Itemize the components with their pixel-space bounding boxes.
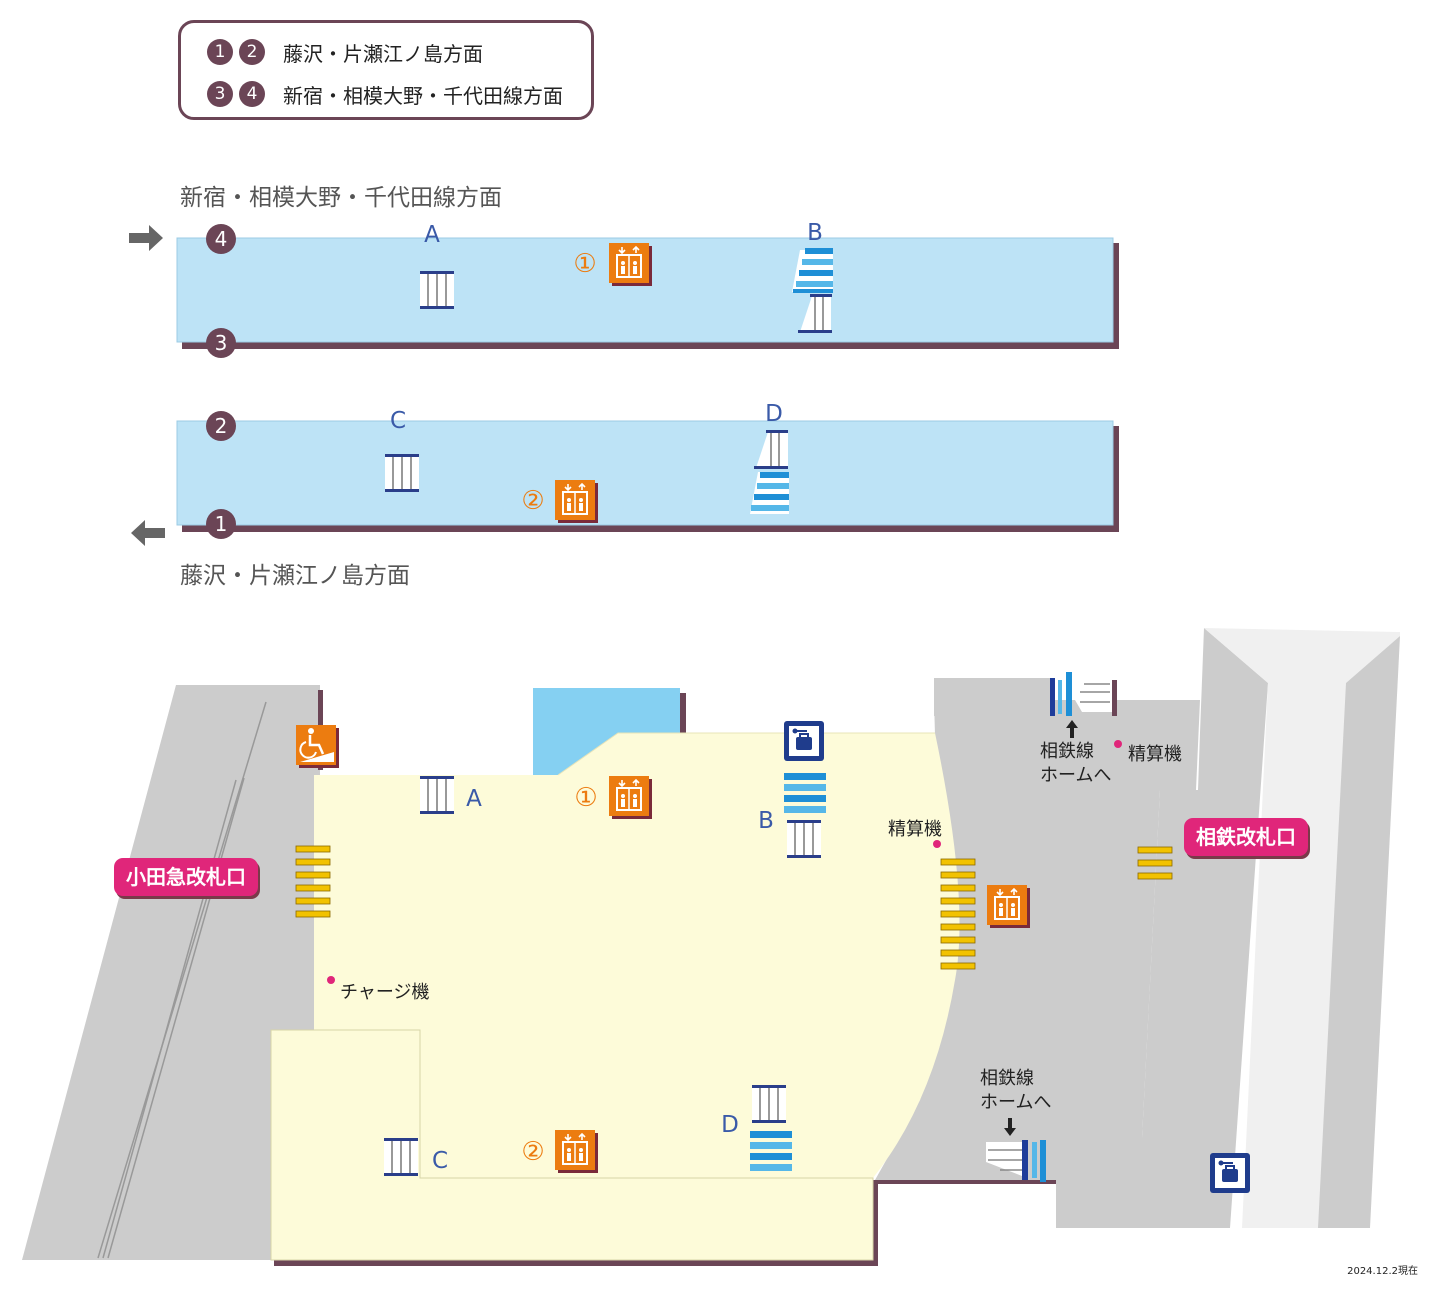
concourse-label-b: B <box>758 808 774 834</box>
arrow-right-icon <box>129 225 163 251</box>
sotetsu-platform-label-upper: 相鉄線 ホームへ <box>1040 741 1112 786</box>
concourse-elevator-2 <box>554 1129 599 1174</box>
legend-row-shinjuku: 3 4 新宿・相模大野・千代田線方面 <box>207 79 563 109</box>
platform-escalator-a <box>419 270 455 310</box>
platform-label-b: B <box>807 220 823 246</box>
platform-label-a: A <box>424 222 440 248</box>
sotetsu-gate-bars-main <box>940 858 976 970</box>
track-badge-1: 1 <box>206 509 236 539</box>
concourse-elevator-number-1: ① <box>574 783 597 813</box>
direction-legend: 1 2 藤沢・片瀬江ノ島方面 3 4 新宿・相模大野・千代田線方面 <box>178 20 594 120</box>
fare-adjust-dot-2 <box>1114 740 1122 748</box>
wheelchair-ramp-icon <box>296 725 339 768</box>
sotetsu-escalator-upper <box>1050 672 1117 716</box>
platform-label-d: D <box>765 401 783 427</box>
platform-stairs-b <box>792 248 833 333</box>
sotetsu-elevator <box>986 884 1031 929</box>
concourse-elevator-1 <box>608 775 653 820</box>
track-badge-3: 3 <box>206 328 236 358</box>
concourse-escalator-d <box>751 1084 787 1124</box>
sotetsu-gray-right <box>1318 636 1400 1228</box>
concourse-escalator-b <box>786 819 822 859</box>
platform-elevator-number-2: ② <box>521 486 544 516</box>
lower-direction-label: 藤沢・片瀬江ノ島方面 <box>180 563 410 589</box>
track-badge: 1 <box>207 39 233 65</box>
arrow-down-icon <box>1004 1118 1016 1136</box>
fare-adjust-label-1: 精算機 <box>888 819 942 840</box>
sotetsu-coin-locker-icon <box>1209 1152 1251 1194</box>
track-badge-4: 4 <box>206 224 236 254</box>
sotetsu-gray-area <box>934 628 1268 1228</box>
platform-stairs-d <box>750 430 789 514</box>
legend-text: 藤沢・片瀬江ノ島方面 <box>283 41 483 66</box>
legend-row-fujisawa: 1 2 藤沢・片瀬江ノ島方面 <box>207 37 483 67</box>
concourse-lower-block <box>270 1029 874 1261</box>
arrow-up-icon <box>1066 720 1078 738</box>
charge-machine-dot <box>327 976 335 984</box>
sotetsu-escalator-lower <box>986 1140 1046 1182</box>
concourse-label-c: C <box>432 1148 448 1174</box>
date-label: 2024.12.2現在 <box>1347 1266 1418 1277</box>
concourse-escalator-c <box>383 1137 419 1177</box>
odakyu-gray-area <box>22 685 320 1260</box>
svg-text:1: 1 <box>215 512 228 536</box>
track-badge: 2 <box>239 39 265 65</box>
platform-elevator-1 <box>608 242 653 287</box>
svg-text:2: 2 <box>215 414 228 438</box>
concourse-locker-b <box>783 720 825 762</box>
platform-elevator-number-1: ① <box>573 249 596 279</box>
platform-elevator-2 <box>554 479 599 524</box>
arrow-left-icon <box>131 520 165 546</box>
sotetsu-platform-label-lower: 相鉄線 ホームへ <box>980 1068 1052 1113</box>
concourse-label-a: A <box>466 786 482 812</box>
fare-adjust-label-2: 精算機 <box>1128 744 1182 765</box>
charge-machine-label: チャージ機 <box>340 982 430 1003</box>
track-badge: 4 <box>239 81 265 107</box>
svg-text:3: 3 <box>215 331 228 355</box>
platform-lower <box>176 420 1119 532</box>
sotetsu-gate-bars-right <box>1137 846 1173 880</box>
sotetsu-gate-label: 相鉄改札口 <box>1184 818 1308 856</box>
platform-escalator-c <box>384 453 420 493</box>
track-badge-2: 2 <box>206 411 236 441</box>
blue-area-shadow <box>680 693 686 735</box>
fare-adjust-dot-1 <box>933 840 941 848</box>
legend-text: 新宿・相模大野・千代田線方面 <box>283 83 563 108</box>
odakyu-gate-bars <box>295 845 331 918</box>
platform-label-c: C <box>390 408 406 434</box>
upper-direction-label: 新宿・相模大野・千代田線方面 <box>180 185 502 211</box>
concourse-label-d: D <box>721 1112 739 1138</box>
concourse-escalator-a <box>419 775 455 815</box>
svg-text:4: 4 <box>215 227 228 251</box>
sotetsu-gray-lower <box>875 700 1200 1180</box>
odakyu-gate-label: 小田急改札口 <box>114 858 258 896</box>
concourse-elevator-number-2: ② <box>521 1137 544 1167</box>
track-badge: 3 <box>207 81 233 107</box>
